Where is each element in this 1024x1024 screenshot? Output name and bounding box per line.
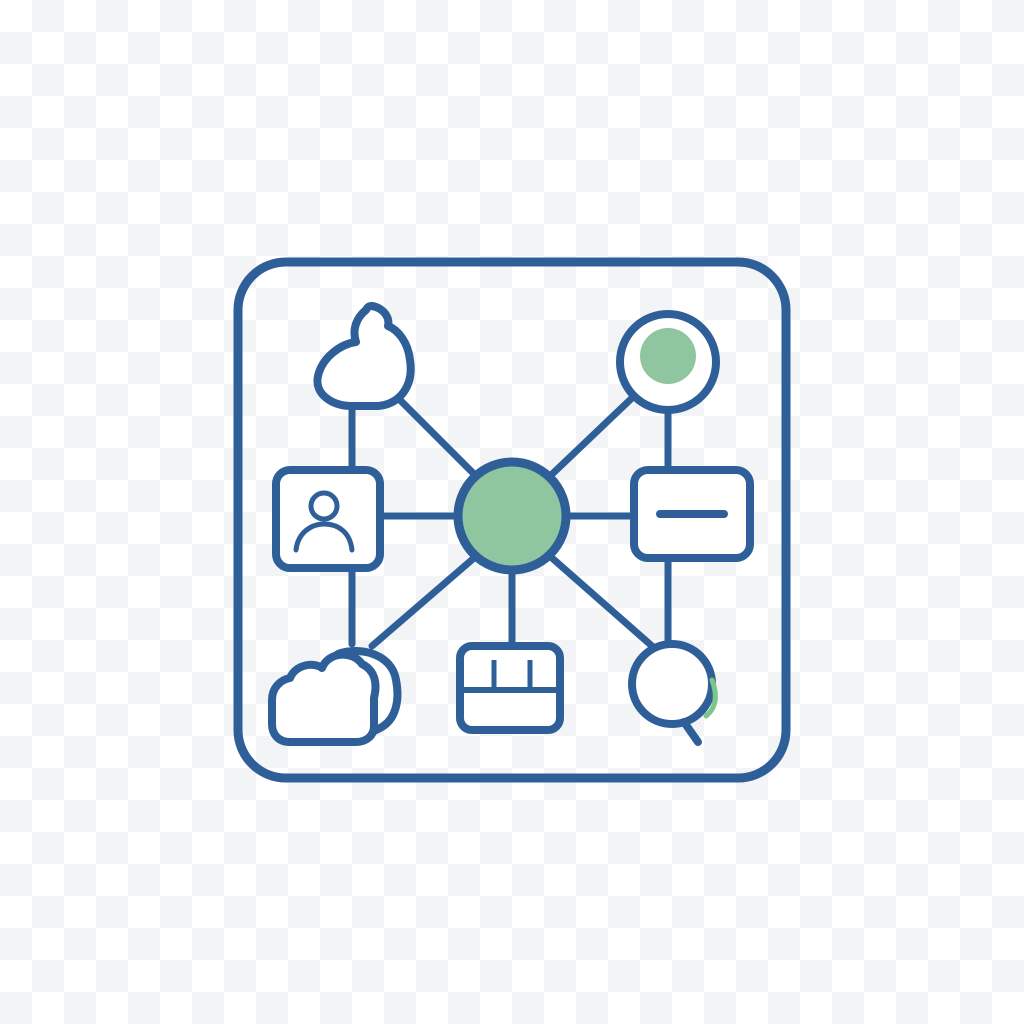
connector-hub-bottom-left [368, 554, 478, 650]
minus-card-icon [630, 466, 754, 562]
grid-panel-icon [456, 642, 564, 734]
connectors [348, 394, 672, 650]
hub-node-icon [453, 457, 571, 575]
user-profile-icon [272, 466, 384, 572]
connector-hub-top-right [544, 394, 636, 482]
connector-hub-top-left [394, 394, 482, 482]
search-check-icon [628, 640, 718, 746]
frame-rounded-square [233, 257, 791, 783]
connector-hub-bottom-right [548, 554, 656, 650]
green-circle-node-icon [616, 310, 720, 414]
flame-icon [313, 302, 415, 410]
chat-bubbles-icon [268, 647, 402, 746]
